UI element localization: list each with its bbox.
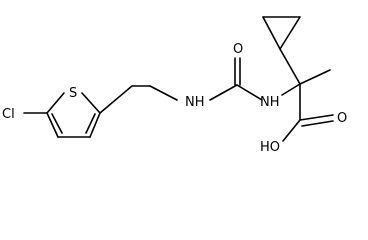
bond-thiophene-c3-c2-double: [85, 113, 96, 134]
bond-cyclopropyl-c: [279, 16, 301, 50]
bond-ch2-nh: [149, 85, 178, 101]
bond-nh-carbonyl: [209, 84, 238, 101]
bond-quaternary-cyclopropyl: [279, 48, 301, 85]
bond-thiophene-c5-s: [46, 92, 65, 114]
atom-nh-left: NH: [185, 95, 205, 110]
bond-cyclopropyl-a: [262, 16, 281, 50]
atom-s: S: [69, 86, 77, 101]
atom-ho: HO: [260, 140, 280, 155]
bond-carboxyl-oh: [282, 119, 301, 142]
structure-svg: Cl S NH O NH O HO: [2, 16, 347, 155]
bond-thiophene-c4-c5: [46, 112, 59, 138]
bond-quaternary-methyl: [299, 69, 331, 85]
atom-o-acid: O: [337, 111, 347, 126]
bond-thiophene-c2-c3: [89, 112, 101, 138]
bond-carboxyl-o-2: [301, 120, 334, 127]
bond-nh-quaternary: [281, 83, 301, 96]
bond-c2-ch2: [99, 85, 133, 114]
atom-o-urea: O: [233, 42, 243, 57]
bond-thiophene-c4-c5-double: [51, 113, 63, 134]
atom-nh-right: NH: [260, 95, 280, 110]
atom-cl: Cl: [2, 107, 15, 122]
bond-carbonyl-nh: [236, 84, 263, 101]
bond-carboxyl-o-1: [299, 114, 334, 121]
molecule-diagram: Cl S NH O NH O HO: [2, 16, 347, 155]
bond-thiophene-s-c2: [81, 92, 101, 114]
